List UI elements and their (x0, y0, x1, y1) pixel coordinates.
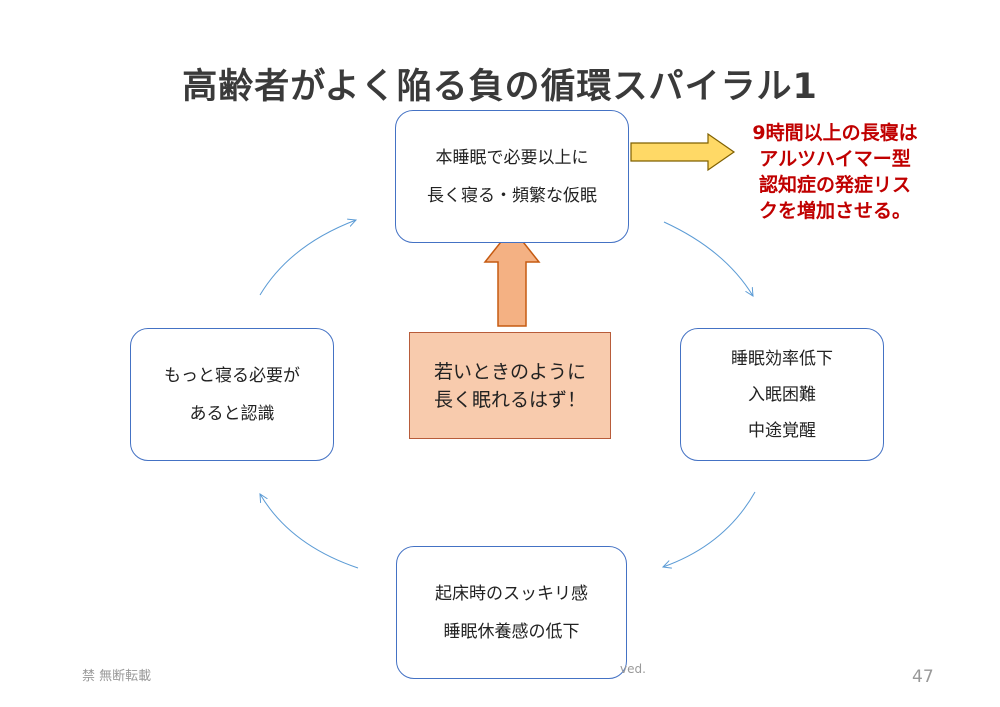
box-text: 睡眠効率低下 (731, 348, 833, 369)
footer-no-reproduction: 禁 無断転載 (82, 669, 152, 684)
slide-title: 高齢者がよく陥る負の循環スパイラル1 (182, 67, 818, 107)
box-text: 中途覚醒 (748, 420, 816, 441)
page-number: 47 (912, 667, 934, 687)
box-text: 起床時のスッキリ感 (435, 583, 588, 604)
callout-alzheimer-risk: 9時間以上の長寝は アルツハイマー型 認知症の発症リス クを増加させる。 (730, 120, 940, 224)
box-refreshment: 起床時のスッキリ感 睡眠休養感の低下 (396, 546, 627, 679)
right-arrow (630, 132, 736, 172)
center-belief-box: 若いときのように 長く眠れるはず！ (409, 332, 611, 439)
box-text: 入眠困難 (748, 384, 816, 405)
cycle-arrow-top-to-right (663, 221, 753, 296)
callout-line: アルツハイマー型 (759, 148, 911, 170)
callout-line: 9時間以上の長寝は (752, 122, 918, 144)
box-text: あると認識 (189, 403, 275, 424)
footer-copyright: ved. (620, 662, 646, 676)
center-text: 長く眠れるはず！ (433, 388, 586, 411)
box-text: もっと寝る必要が (164, 365, 300, 386)
box-text: 睡眠休養感の低下 (443, 621, 580, 642)
box-long-sleep: 本睡眠で必要以上に 長く寝る・頻繁な仮眠 (395, 110, 629, 243)
cycle-arrow-right-to-bottom (663, 491, 756, 567)
callout-line: 認知症の発症リス (758, 174, 911, 196)
box-text: 長く寝る・頻繁な仮眠 (427, 185, 597, 206)
cycle-arrow-bottom-to-left (260, 494, 359, 569)
callout-line: クを増加させる。 (758, 200, 911, 222)
box-sleep-efficiency: 睡眠効率低下 入眠困難 中途覚醒 (680, 328, 884, 461)
center-text: 若いときのように (433, 360, 586, 383)
up-arrow (483, 226, 541, 327)
box-text: 本睡眠で必要以上に (435, 147, 589, 168)
cycle-arrow-left-to-top (259, 220, 356, 296)
box-need-more-sleep: もっと寝る必要が あると認識 (130, 328, 334, 461)
